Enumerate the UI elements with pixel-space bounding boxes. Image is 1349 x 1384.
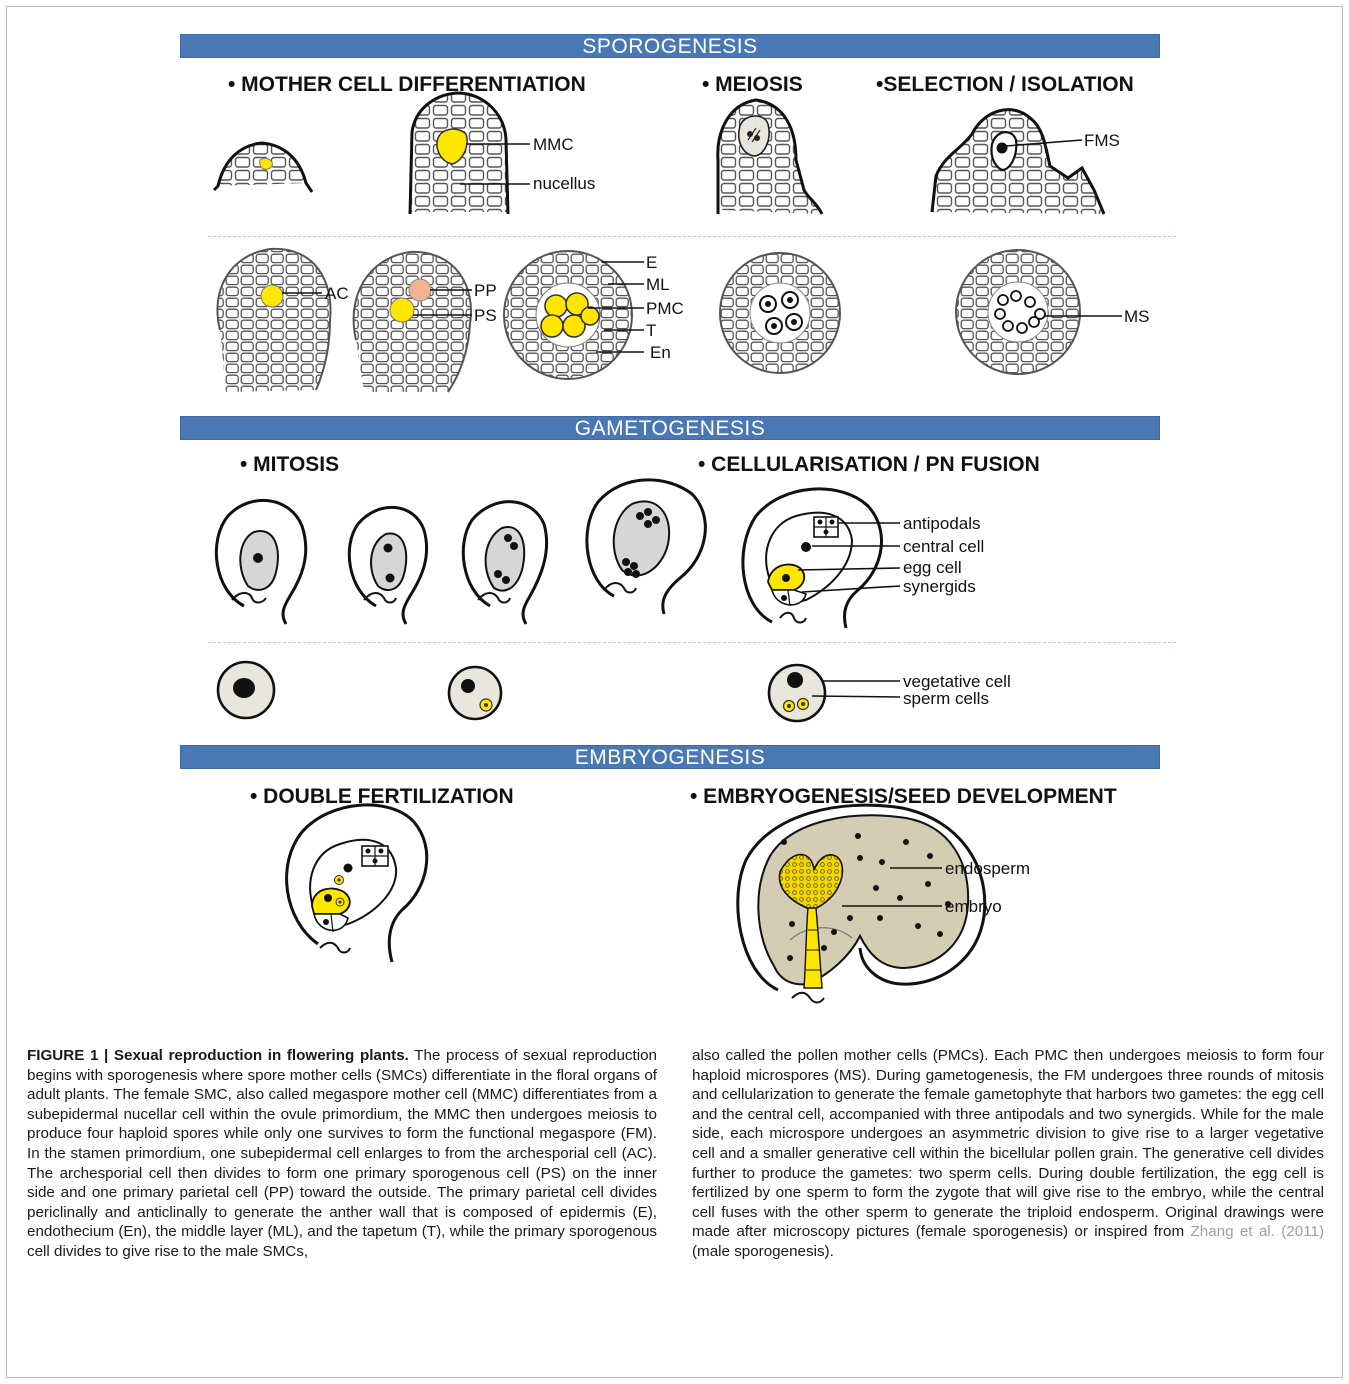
- anther-parietal-sporogenous: PP PS: [342, 248, 497, 398]
- ovule-mitosis-2: [349, 507, 426, 624]
- ms-label: MS: [1124, 307, 1150, 326]
- illustration-canvas: MMC nucellus FMS AC PP PS: [0, 0, 1349, 1040]
- ovule-meiosis: [712, 96, 827, 221]
- central-cell-label: central cell: [903, 537, 984, 556]
- seed-development: endosperm embryo: [738, 805, 1030, 1002]
- double-fertilization-ovule: [287, 805, 427, 962]
- sperm-cells-label: sperm cells: [903, 689, 989, 708]
- ps-label: PS: [474, 306, 497, 325]
- nucellus-label: nucellus: [533, 174, 595, 193]
- antipodals-label: antipodals: [903, 514, 981, 533]
- ml-label: ML: [646, 275, 670, 294]
- ovule-selection: FMS: [928, 100, 1120, 220]
- mmc-label: MMC: [533, 135, 574, 154]
- mature-female-gametophyte: antipodals central cell egg cell synergi…: [743, 489, 984, 628]
- pp-label: PP: [474, 281, 497, 300]
- ovule-mitosis-3: [463, 502, 546, 624]
- ovule-primordium-mmc: MMC nucellus: [400, 90, 595, 220]
- anther-meiosis: [720, 253, 840, 373]
- bicellular-pollen: [449, 667, 501, 719]
- e-label: E: [646, 253, 657, 272]
- ovule-mitosis-4: [587, 480, 705, 614]
- caption-left-text: The process of sexual reproduction begin…: [27, 1047, 657, 1260]
- synergids-label: synergids: [903, 577, 976, 596]
- anther-pmc: E ML PMC T En: [504, 251, 684, 379]
- caption-right-column: also called the pollen mother cells (PMC…: [692, 1046, 1324, 1262]
- caption-left-column: FIGURE 1 | Sexual reproduction in flower…: [27, 1046, 657, 1262]
- caption-right-end: (male sporogenesis).: [692, 1243, 834, 1260]
- t-label: T: [646, 321, 656, 340]
- microspore: [218, 662, 274, 718]
- figure-label: FIGURE 1 | Sexual reproduction in flower…: [27, 1047, 409, 1064]
- caption-right-text: also called the pollen mother cells (PMC…: [692, 1047, 1324, 1240]
- ovule-mitosis-1: [216, 500, 305, 624]
- ac-label: AC: [325, 284, 349, 303]
- en-label: En: [650, 343, 671, 362]
- endosperm-label: endosperm: [945, 859, 1030, 878]
- pmc-label: PMC: [646, 299, 684, 318]
- anther-archesporial: AC: [205, 245, 349, 395]
- fms-label: FMS: [1084, 131, 1120, 150]
- embryo-label: embryo: [945, 897, 1002, 916]
- ovule-primordium-early: [210, 130, 320, 200]
- egg-cell-label: egg cell: [903, 558, 962, 577]
- citation-link[interactable]: Zhang et al. (2011): [1190, 1223, 1324, 1240]
- anther-microspores: MS: [956, 250, 1150, 374]
- tricellular-pollen: vegetative cell sperm cells: [769, 665, 1011, 721]
